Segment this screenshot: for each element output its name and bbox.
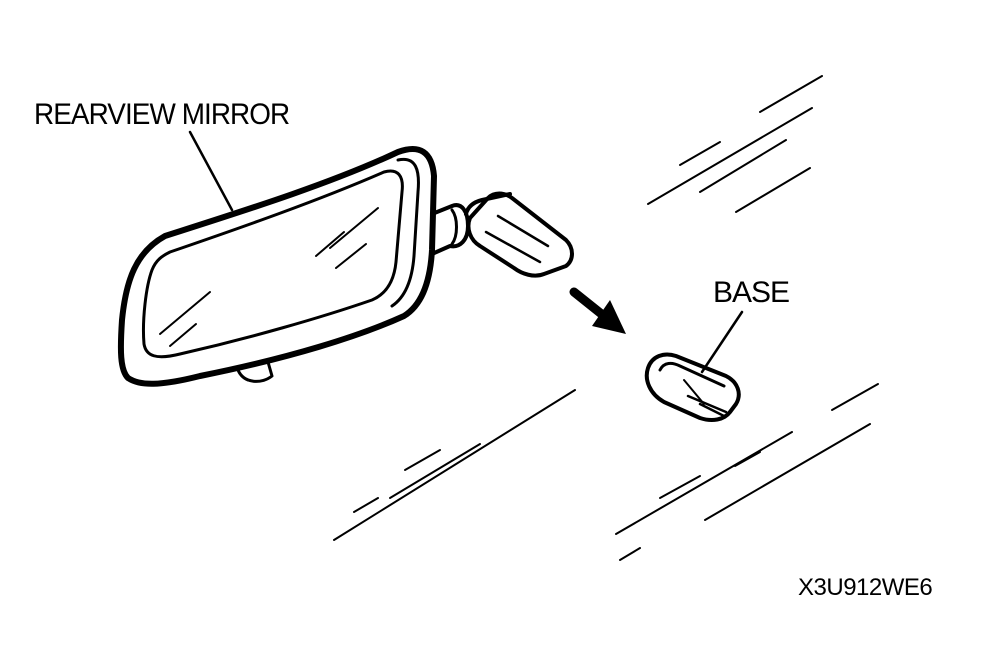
windshield-lines-lower (333, 383, 879, 561)
figure-code-label: X3U912WE6 (798, 574, 933, 601)
mirror-leader-line (188, 130, 234, 212)
base-leader-line (700, 310, 744, 374)
mirror-base (644, 352, 741, 422)
rearview-mirror-label: REARVIEW MIRROR (34, 98, 290, 131)
rearview-mirror (117, 146, 437, 387)
mirror-stalk (430, 191, 574, 278)
direction-arrow-icon (569, 287, 626, 334)
windshield-lines-upper (647, 75, 823, 213)
base-label: BASE (713, 276, 790, 309)
